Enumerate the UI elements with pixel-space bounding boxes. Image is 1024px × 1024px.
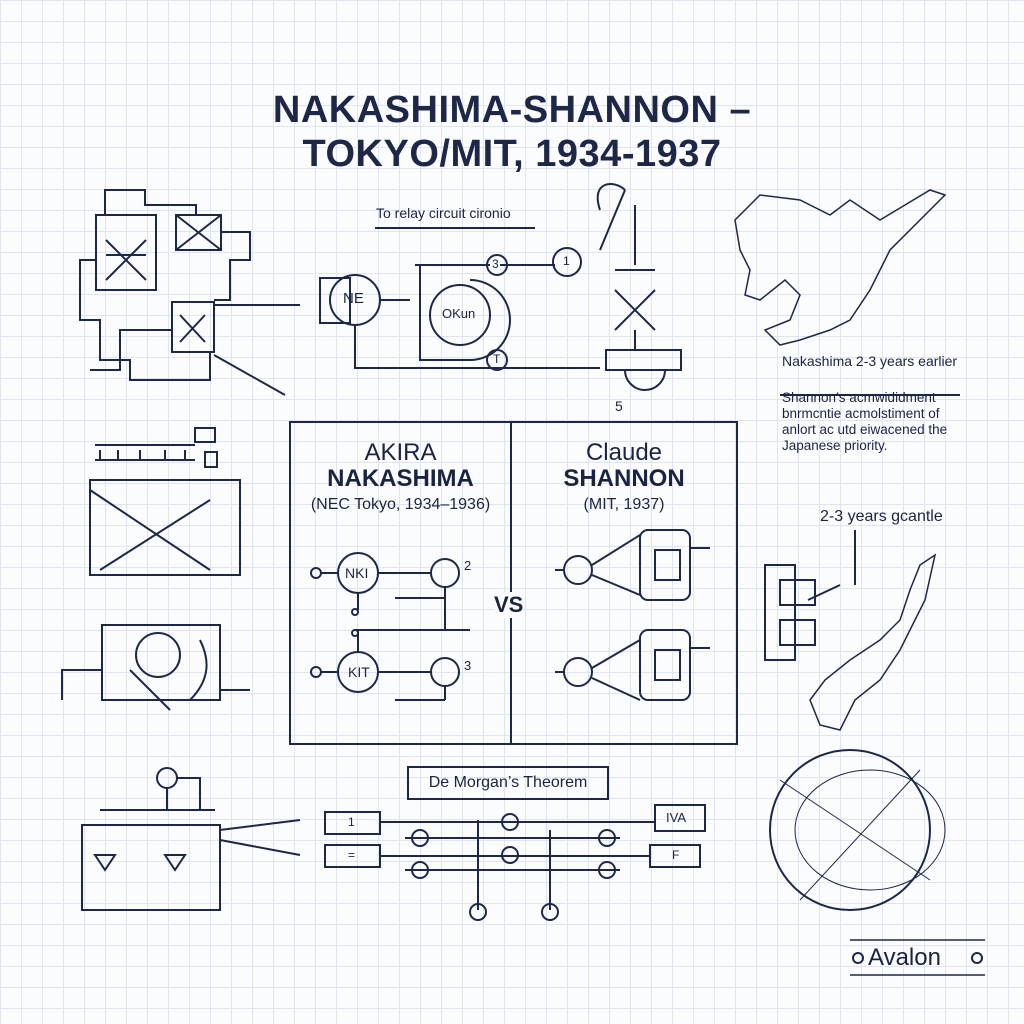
- input-label: =: [348, 848, 356, 862]
- de-morgan-label: De Morgan’s Theorem: [428, 774, 588, 791]
- node-label: OKun: [442, 306, 476, 321]
- globe-icon: [769, 749, 946, 911]
- japan-map-top: [734, 189, 947, 346]
- top-left-circuit: [79, 189, 300, 396]
- shannon-affiliation: (MIT, 1937): [583, 496, 665, 513]
- notes-body: Shannon’s acmwididment bnrmcntie acmolst…: [782, 390, 947, 454]
- notes-line: bnrmcntie acmolstiment of: [782, 406, 940, 421]
- notes-line: Japanese priority.: [782, 438, 888, 453]
- nakashima-last-name: NAKASHIMA: [327, 465, 474, 492]
- title-line-1: NAKASHIMA-SHANNON –: [272, 89, 752, 131]
- avalon-logo: Avalon: [868, 944, 941, 971]
- shannon-first-name: Claude: [585, 439, 663, 466]
- input-label: 1: [348, 815, 355, 829]
- shannon-circuit: [555, 529, 710, 701]
- avalon-logo-frame: [850, 939, 985, 976]
- gap-label: 2-3 years gcantle: [820, 508, 943, 525]
- shannon-last-name: SHANNON: [563, 465, 685, 492]
- nakashima-circuit: [310, 552, 470, 701]
- vs-label: VS: [494, 592, 524, 618]
- top-center-circuit: [319, 183, 682, 391]
- nakashima-affiliation: (NEC Tokyo, 1934–1936): [310, 496, 491, 513]
- title-line-2: TOKYO/MIT, 1934-1937: [302, 133, 722, 175]
- output-label: F: [672, 848, 680, 862]
- gap-arrow: [807, 530, 856, 601]
- nakashima-first-name: AKIRA: [364, 439, 437, 466]
- comparison-panel-frame: [289, 421, 738, 745]
- node-label: 3: [464, 658, 472, 673]
- de-morgan-circuit: [324, 766, 706, 921]
- node-label: T: [493, 352, 501, 366]
- node-label: KIT: [348, 664, 370, 680]
- node-label: 5: [615, 398, 623, 414]
- notes-heading: Nakashima 2-3 years earlier: [782, 353, 958, 369]
- notes-line: anlort ac utd eiwacened the: [782, 422, 948, 437]
- node-label: 3: [492, 257, 499, 271]
- shannon-heading: Claude SHANNON (MIT, 1937): [511, 440, 737, 518]
- output-label: IVA: [666, 810, 686, 825]
- bottom-left-circuit: [81, 767, 301, 911]
- node-label: 1: [563, 254, 570, 268]
- left-circuits: [61, 427, 250, 711]
- page-title: NAKASHIMA-SHANNON – TOKYO/MIT, 1934-1937: [0, 88, 1024, 176]
- notes-line: Shannon’s acmwididment: [782, 390, 936, 405]
- top-circuit-caption: To relay circuit cironio: [376, 205, 511, 221]
- node-label: NE: [343, 290, 364, 307]
- japan-map-bottom: [809, 553, 937, 731]
- node-label: NKI: [345, 565, 369, 581]
- node-label: 2: [464, 558, 472, 573]
- nakashima-heading: AKIRA NAKASHIMA (NEC Tokyo, 1934–1936): [290, 440, 511, 518]
